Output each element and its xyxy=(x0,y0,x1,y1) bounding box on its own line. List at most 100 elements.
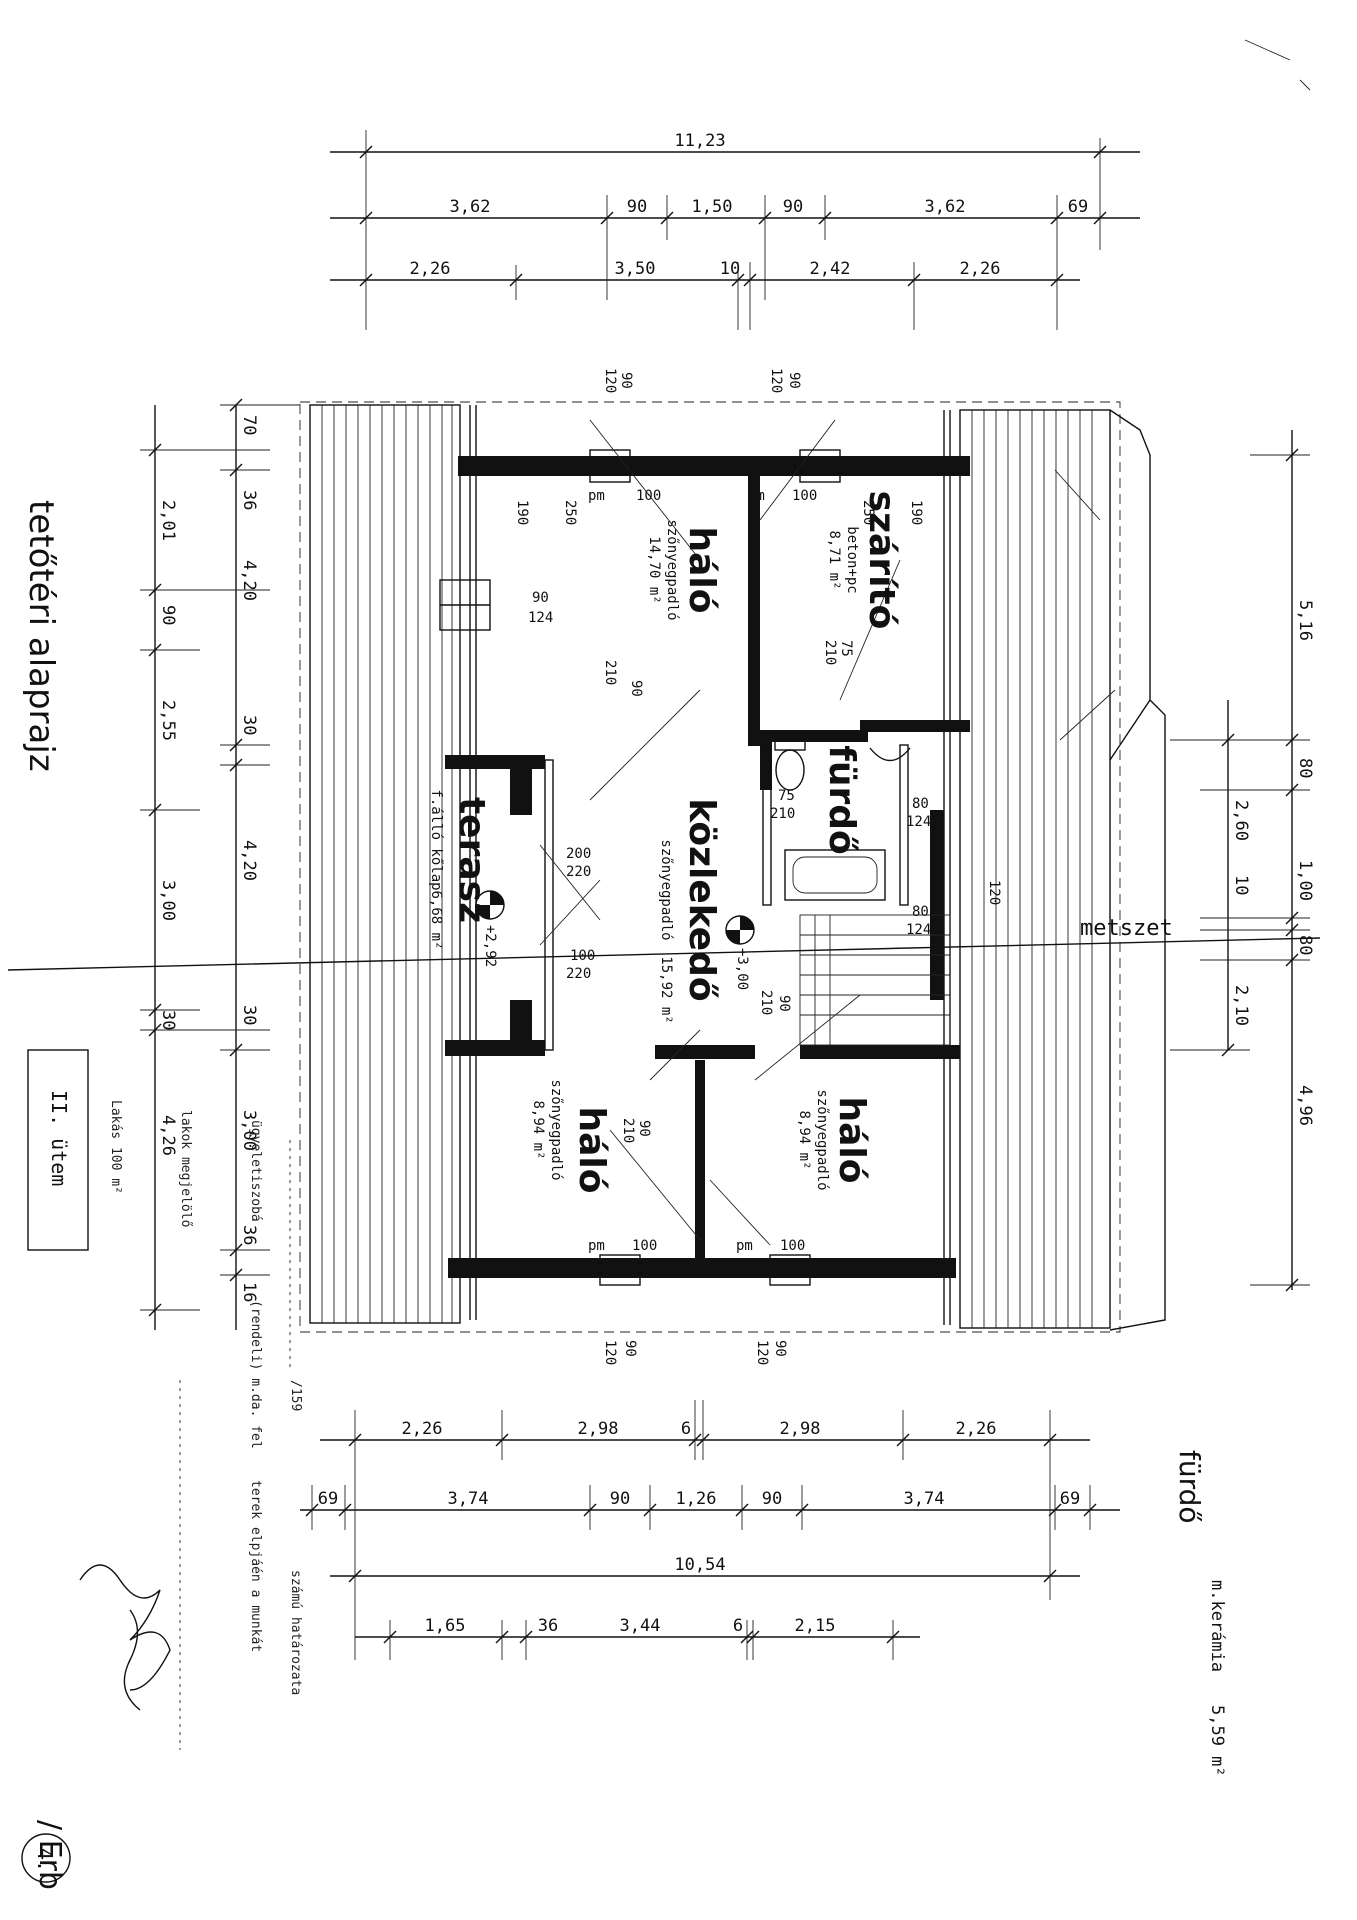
d-90-c: 90 xyxy=(776,995,792,1012)
dim-top-row3-4: 2,42 xyxy=(810,259,851,279)
d-80-a: 80 xyxy=(912,796,929,812)
h-190-a: 190 xyxy=(514,500,530,525)
d-220-b: 220 xyxy=(566,966,591,982)
h-250-b: 250 xyxy=(860,500,876,525)
room-halo-left-area: 8,94 m² xyxy=(530,1100,546,1159)
level-corridor: +3,00 xyxy=(734,948,750,990)
pm-4: pm xyxy=(736,1238,753,1254)
room-halo-right-floor: szőnyegpadló xyxy=(814,1089,830,1190)
dim-bottom-row4-1: 1,65 xyxy=(425,1616,466,1636)
d-124-b: 124 xyxy=(906,922,931,938)
d-220-a: 220 xyxy=(566,864,591,880)
open-90-b: 90 xyxy=(786,372,802,389)
staircase xyxy=(799,914,951,1046)
note-2: lakok megjelölő xyxy=(178,1110,193,1227)
dim-left-outer-3: 2,55 xyxy=(158,700,178,741)
h-190-b: 190 xyxy=(908,500,924,525)
dim-right-inner-5: 80 xyxy=(1295,935,1315,955)
room-halo-top-area: 14,70 m² xyxy=(646,536,662,603)
pm-3: pm xyxy=(588,1238,605,1254)
note-6: terek elpjáén a munkát xyxy=(248,1480,263,1652)
d-210-b: 210 xyxy=(822,640,838,665)
dim-bottom-row1-3: 6 xyxy=(681,1419,691,1439)
signature-text: / Erb xyxy=(32,1820,67,1890)
legend-area: 5,59 m² xyxy=(1207,1705,1227,1777)
d-200: 200 xyxy=(566,846,591,862)
dim-left-inner-5: 4,20 xyxy=(239,840,259,881)
win-100-a: 100 xyxy=(636,488,661,504)
section-label: metszet xyxy=(1080,916,1173,941)
dim-left-outer-5: 30 xyxy=(158,1010,178,1030)
dim-top-row2-2: 90 xyxy=(627,197,647,217)
legend-furdo: fürdő m.kerámia 5,59 m² xyxy=(1173,1450,1227,1777)
d-210-furdo: 210 xyxy=(770,806,795,822)
win-100-d: 100 xyxy=(780,1238,805,1254)
room-halo-left-name: háló xyxy=(571,1107,612,1194)
note-5: számú határozata xyxy=(288,1570,303,1695)
room-halo-top-name: háló xyxy=(681,527,722,614)
dim-bottom-row4-3: 3,44 xyxy=(620,1616,661,1636)
dim-top-row3-2: 3,50 xyxy=(615,259,656,279)
section-line: metszet xyxy=(7,916,1321,971)
signature: / Erb xyxy=(32,1564,171,1890)
dim-bottom-row4-5: 2,15 xyxy=(795,1616,836,1636)
room-szarito-area: 8,71 m² xyxy=(826,530,842,589)
room-terasz-name: terasz xyxy=(451,797,492,923)
room-kozlekedo-name: közlekedő xyxy=(681,798,722,1001)
level-terrace: +2,92 xyxy=(482,925,498,967)
dim-bottom-row1-4: 2,98 xyxy=(780,1419,821,1439)
room-halo-top-floor: szőnyegpadló xyxy=(664,519,680,620)
note-3: ügyeletiszobá xyxy=(248,1120,263,1222)
open-90-a: 90 xyxy=(618,372,634,389)
level-marker-terrace xyxy=(475,890,505,920)
note-1: Lakás 100 m² xyxy=(108,1100,123,1194)
h-250-a: 250 xyxy=(562,500,578,525)
dim-top-row3-3: 10 xyxy=(720,259,740,279)
dim-left-inner-9: 16 xyxy=(239,1282,259,1302)
dim-left-outer-1: 2,01 xyxy=(158,500,178,541)
win-100-b: 100 xyxy=(792,488,817,504)
d-75-furdo: 75 xyxy=(778,788,795,804)
d-210-a: 210 xyxy=(602,660,618,685)
dim-left-inner-1: 70 xyxy=(239,415,259,435)
dim-overall-top: 11,23 xyxy=(674,131,725,151)
pm-1: pm xyxy=(588,488,605,504)
scan-specks xyxy=(1244,39,1311,91)
b-120-b: 120 xyxy=(754,1340,770,1365)
top-dimension-chains: 11,23 3,62 90 1,50 90 3,62 69 2,26 3,50 … xyxy=(330,130,1140,330)
d-124-bottom: 124 xyxy=(528,610,553,626)
dim-bottom-row4-4: 6 xyxy=(733,1616,743,1636)
dim-bottom-row2-4: 1,26 xyxy=(676,1489,717,1509)
room-terasz-area: 6,68 m² xyxy=(428,890,444,949)
level-marker-corridor xyxy=(725,915,755,945)
bottom-dimension-chains: 2,26 2,98 6 2,98 2,26 69 3,74 90 1,26 90… xyxy=(300,1400,1120,1660)
d-210-e: 210 xyxy=(620,1118,636,1143)
dim-left-inner-7: 3,00 xyxy=(239,1110,259,1151)
page-number: 4. xyxy=(33,1848,57,1872)
dim-left-inner-2: 36 xyxy=(239,490,259,510)
d-90-b: 90 xyxy=(628,680,644,697)
dim-bottom-row2-1: 69 xyxy=(318,1489,338,1509)
legend-finish: m.kerámia xyxy=(1207,1580,1227,1672)
dim-bottom-row4-2: 36 xyxy=(538,1616,558,1636)
dim-top-row2-3: 1,50 xyxy=(692,197,733,217)
dim-bottom-row1-2: 2,98 xyxy=(578,1419,619,1439)
room-labels: háló szőnyegpadló 14,70 m² szárító beton… xyxy=(428,491,902,1194)
dim-left-inner-4: 30 xyxy=(239,715,259,735)
note-4: /159 xyxy=(288,1380,303,1411)
note-7: (rendeli) m.da. fel xyxy=(248,1300,263,1449)
room-terasz-floor: f.álló kőlap xyxy=(428,789,444,890)
d-80-b: 80 xyxy=(912,904,929,920)
b-120-a: 120 xyxy=(602,1340,618,1365)
d-75-top: 75 xyxy=(838,640,854,657)
dim-bottom-row2-6: 3,74 xyxy=(904,1489,945,1509)
dim-bottom-row1-1: 2,26 xyxy=(402,1419,443,1439)
legend-room: fürdő xyxy=(1173,1450,1206,1524)
dim-bottom-row2-2: 3,74 xyxy=(448,1489,489,1509)
dim-top-row2-6: 69 xyxy=(1068,197,1088,217)
dim-right-outer-1: 5,16 xyxy=(1295,600,1315,641)
room-halo-right-name: háló xyxy=(831,1097,872,1184)
d-210-d: 210 xyxy=(758,990,774,1015)
dim-left-outer-6: 4,26 xyxy=(158,1115,178,1156)
dim-top-row3-1: 2,26 xyxy=(410,259,451,279)
